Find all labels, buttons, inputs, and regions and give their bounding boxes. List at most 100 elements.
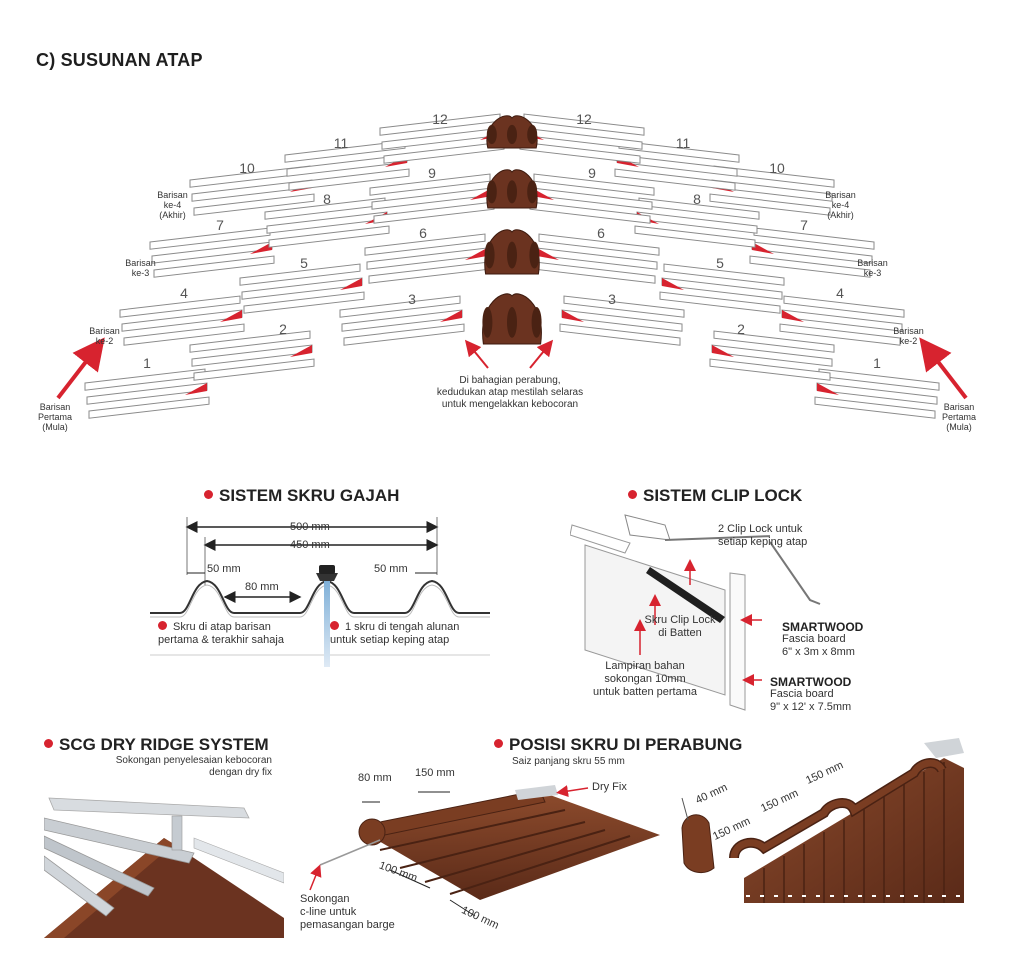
roof-tile-left-8-sheet — [268, 225, 390, 248]
ridge-cap-4 — [482, 293, 542, 345]
roof-tile-left-5 — [239, 263, 365, 314]
tile-number-left-12: 12 — [432, 111, 448, 127]
clip-lock-title: SISTEM CLIP LOCK — [628, 486, 802, 506]
fascia2-desc: Fascia board 9" x 12' x 7.5mm — [770, 688, 852, 713]
tile-number-left-9: 9 — [428, 165, 436, 181]
ridge-cap-lobe — [529, 241, 540, 269]
roof-tile-right-7-sheet — [749, 255, 871, 278]
roof-tile-right-9-sheet — [529, 201, 651, 224]
roof-tile-left-5-sheet — [243, 291, 365, 314]
tile-number-right-4: 4 — [836, 285, 844, 301]
roof-tile-left-10-sheet — [193, 193, 315, 216]
posisi-dim-150-top: 150 mm — [415, 767, 455, 779]
page-title: C) SUSUNAN ATAP — [36, 50, 203, 70]
roof-tile-right-1 — [814, 368, 940, 419]
roof-tile-right-9 — [529, 173, 655, 224]
tile-number-left-10: 10 — [239, 160, 255, 176]
arrow-right-row1 — [919, 337, 968, 400]
posisi-dim-80: 80 mm — [358, 772, 392, 784]
arrow-ridge-right — [529, 339, 554, 369]
posisi-skru-subtitle: Saiz panjang skru 55 mm — [512, 756, 625, 767]
roof-tile-right-10 — [709, 165, 835, 216]
arrow-ridge-left — [464, 339, 489, 369]
row-label-left-3: Barisan ke-3 — [125, 258, 156, 278]
roof-tile-left-1-overlap-marker — [185, 383, 207, 395]
skru-gajah-dim-450: 450 mm — [290, 539, 330, 551]
ridge-cap-lobe — [482, 307, 493, 338]
roof-tile-left-7-sheet — [153, 255, 275, 278]
roof-tile-left-6-overlap-marker — [465, 248, 487, 260]
tile-number-right-7: 7 — [800, 217, 808, 233]
roof-tile-left-4-overlap-marker — [220, 310, 242, 322]
tile-number-right-1: 1 — [873, 355, 881, 371]
clip-lock-note-top: 2 Clip Lock untuk setiap keping atap — [718, 523, 808, 548]
roof-tile-right-2-sheet — [709, 358, 831, 381]
tile-number-right-5: 5 — [716, 255, 724, 271]
skru-gajah-dim-80: 80 mm — [245, 581, 279, 593]
roof-tile-right-7-overlap-marker — [752, 242, 774, 254]
roof-tile-left-2 — [189, 330, 315, 381]
skru-gajah-note-left: Skru di atap barisan pertama & terakhir … — [158, 620, 284, 646]
roof-tile-right-8-sheet — [634, 225, 756, 248]
clip-lock-note-support: Lampiran bahan sokongan 10mm untuk batte… — [593, 660, 697, 698]
ridge-cap-3 — [484, 229, 540, 275]
roof-tile-left-4 — [119, 295, 245, 346]
tile-number-right-3: 3 — [608, 291, 616, 307]
bullet-dot-icon — [330, 620, 339, 630]
roof-tile-left-3 — [339, 295, 465, 346]
roof-tile-left-3-sheet — [343, 323, 465, 346]
ridge-screw-position-left — [309, 785, 660, 917]
roof-tile-right-2-overlap-marker — [712, 345, 734, 357]
dry-ridge-title: SCG DRY RIDGE SYSTEM — [44, 735, 269, 755]
ridge-cap-lobe — [507, 180, 517, 204]
roof-tile-right-11 — [614, 140, 740, 191]
roof-tile-left-2-sheet — [189, 330, 311, 353]
tile-number-left-1: 1 — [143, 355, 151, 371]
bullet-dot-icon — [628, 490, 637, 500]
tiles-left-group — [84, 113, 505, 419]
row-label-right-2: Barisan ke-2 — [893, 326, 924, 346]
tile-number-left-5: 5 — [300, 255, 308, 271]
roof-tile-right-7 — [749, 227, 875, 278]
posisi-barge-note: Sokongan c-line untuk pemasangan barge — [300, 893, 395, 931]
arrow-left-row1 — [56, 337, 105, 400]
tiles-right-group — [519, 113, 940, 419]
tile-number-right-9: 9 — [588, 165, 596, 181]
ridge-screw-position-right — [681, 738, 964, 903]
bullet-dot-icon — [158, 620, 167, 630]
tile-number-right-8: 8 — [693, 191, 701, 207]
bullet-dot-icon — [44, 739, 53, 749]
roof-tile-left-7-sheet — [149, 227, 271, 250]
roof-tile-left-11-sheet — [284, 140, 406, 163]
row-label-right-1: Barisan Pertama (Mula) — [941, 402, 976, 432]
ridge-cap-lobe — [531, 307, 542, 338]
bullet-dot-icon — [204, 490, 213, 500]
skru-gajah-diagram — [150, 517, 490, 667]
tile-number-right-11: 11 — [676, 135, 691, 151]
tile-number-left-7: 7 — [216, 217, 224, 233]
ridge-cap-lobe — [527, 124, 538, 145]
roof-tile-left-8 — [264, 197, 390, 248]
skru-gajah-dim-500: 500 mm — [290, 521, 330, 533]
ridge-cap-lobe — [507, 241, 517, 269]
roof-tile-left-3-overlap-marker — [440, 310, 462, 322]
dry-ridge-photo — [44, 778, 284, 938]
roof-tile-right-11-sheet — [618, 140, 740, 163]
row-label-right-3: Barisan ke-3 — [857, 258, 888, 278]
ridge-cap-2 — [486, 169, 538, 209]
posisi-skru-title: POSISI SKRU DI PERABUNG — [494, 735, 742, 755]
tile-number-left-6: 6 — [419, 225, 427, 241]
dry-ridge-subtitle: Sokongan penyelesaian kebocoran dengan d… — [115, 755, 272, 778]
fascia1-desc: Fascia board 6" x 3m x 8mm — [782, 633, 855, 658]
roof-tile-left-12-sheet — [383, 141, 505, 164]
roof-tile-left-2-overlap-marker — [290, 345, 312, 357]
bullet-dot-icon — [494, 739, 503, 749]
tile-number-left-4: 4 — [180, 285, 188, 301]
row-label-left-2: Barisan ke-2 — [89, 326, 120, 346]
roof-tile-right-10-sheet — [709, 193, 831, 216]
roof-tile-right-4 — [779, 295, 905, 346]
clip-lock-rod — [770, 541, 821, 605]
roof-tile-right-6 — [534, 233, 660, 284]
skru-gajah-note-right: 1 skru di tengah alunan untuk setiap kep… — [330, 620, 460, 646]
